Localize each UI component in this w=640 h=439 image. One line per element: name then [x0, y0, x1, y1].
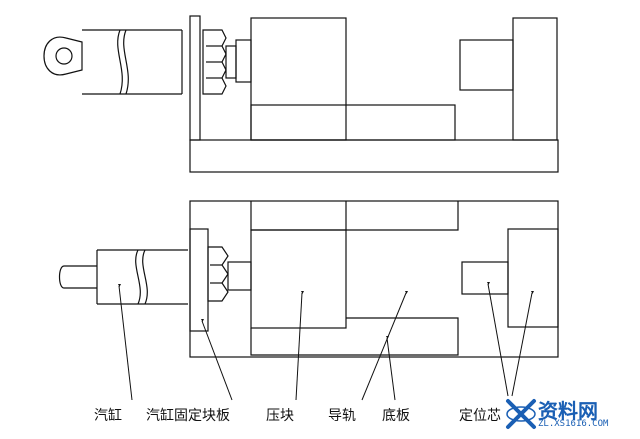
upper-locating-post [512, 17, 558, 141]
leader-lines [118, 283, 533, 401]
lower-press-block [250, 229, 347, 329]
label-cylinder-mount: 汽缸固定块板 [146, 408, 230, 424]
upper-press-block [250, 17, 347, 141]
label-press-block: 压块 [266, 408, 294, 424]
leader-cylinder [118, 285, 133, 401]
lower-guide-rail [250, 201, 347, 231]
label-cylinder: 汽缸 [94, 408, 122, 424]
lower-rod-stub [58, 265, 97, 289]
lower-view [58, 200, 559, 358]
watermark-url: ZL.XS1616.COM [538, 419, 609, 429]
upper-rod [225, 45, 237, 79]
upper-clevis-hole [55, 47, 73, 65]
lower-locating-post [507, 228, 559, 328]
label-base-plate: 底板 [382, 408, 410, 424]
upper-guide-rail [250, 104, 456, 141]
leader-guide-rail [361, 292, 407, 401]
lower-rod [227, 261, 252, 291]
watermark-logo-icon [506, 399, 536, 429]
label-guide-rail: 导轨 [328, 408, 356, 424]
lower-nut [207, 246, 229, 302]
leader-press-block [295, 292, 303, 401]
watermark-text: 资料网 [538, 399, 598, 423]
lower-base-plate [189, 200, 559, 358]
leader-locating-core-a [487, 283, 509, 397]
upper-cylinder-mount [189, 15, 201, 141]
leader-locating-core-b [511, 292, 533, 397]
label-locating-core: 定位芯 [459, 408, 501, 424]
leader-base-plate [386, 337, 396, 401]
upper-view [43, 15, 559, 173]
upper-nut [202, 29, 227, 95]
lower-locating-core [461, 261, 509, 295]
leader-cylinder-mount [201, 320, 233, 401]
upper-base-plate [189, 139, 559, 173]
upper-locating-core [459, 39, 514, 91]
upper-rod-connector [235, 39, 252, 83]
lower-cylinder-mount [189, 228, 209, 332]
watermark: 资料网 ZL.XS1616.COM [504, 393, 632, 435]
upper-clevis [43, 36, 83, 76]
